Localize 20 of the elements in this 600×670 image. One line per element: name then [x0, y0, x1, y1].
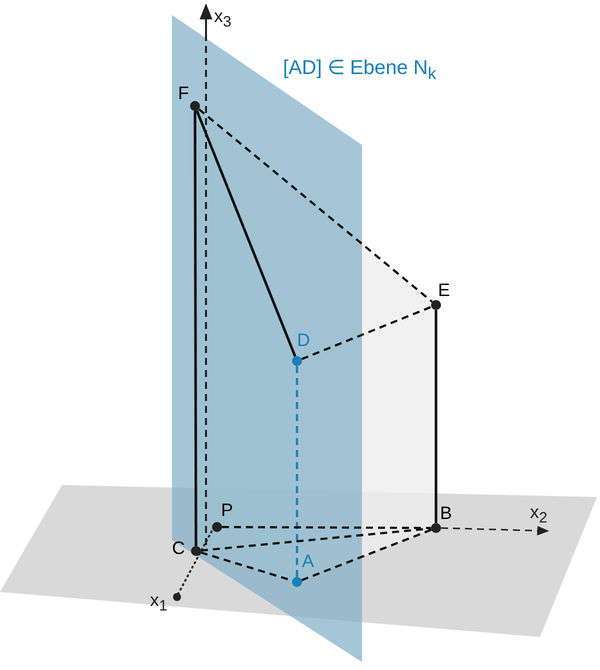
edge-line: [301, 306, 432, 360]
point-label: P: [221, 501, 234, 519]
edge-line: [200, 527, 432, 552]
plane-label: [AD] ∈ Ebene N$_{k}$: [283, 58, 436, 84]
edge-line: [198, 108, 433, 303]
edge-line: [301, 528, 432, 582]
point-label: B: [440, 504, 452, 522]
edge-line: [434, 310, 438, 523]
axis-label: x$_{3}$: [214, 6, 232, 33]
edge-line: [194, 111, 198, 546]
point-label: C: [172, 539, 185, 557]
edge-line: [196, 110, 296, 357]
point-label: D: [297, 331, 310, 349]
point-label: F: [178, 84, 189, 102]
edge-line: [296, 366, 298, 577]
axis-label: x$_{2}$: [530, 502, 548, 529]
point-label: A: [302, 552, 314, 570]
axis-label: x$_{1}$: [150, 590, 168, 617]
edge-line: [222, 526, 431, 530]
point-label: E: [438, 281, 450, 299]
